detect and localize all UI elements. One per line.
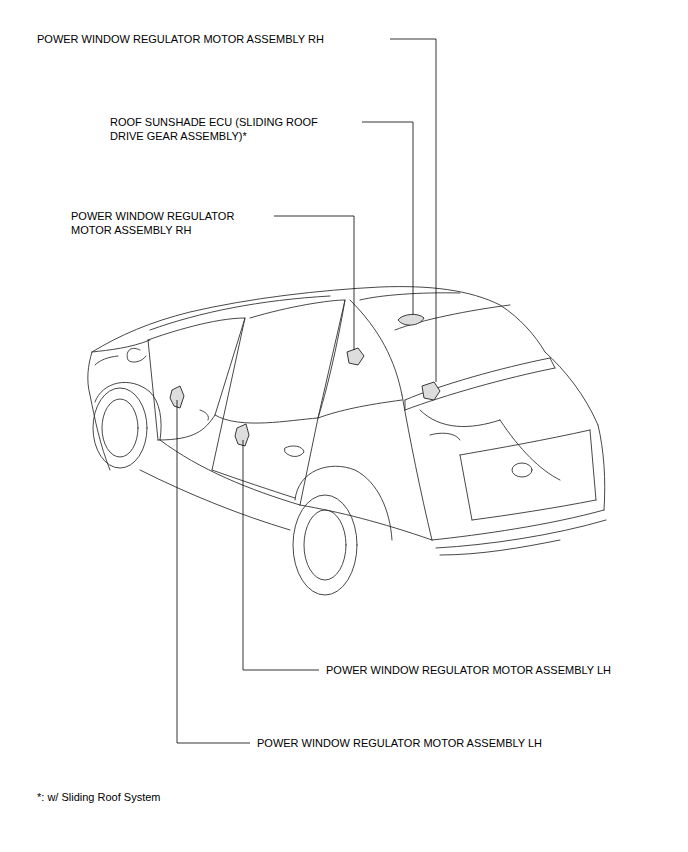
- sunshade-ecu: [398, 314, 424, 325]
- window-motor: [347, 348, 364, 365]
- leader-line: [362, 122, 413, 314]
- part-label: POWER WINDOW REGULATOR MOTOR ASSEMBLY LH: [257, 736, 542, 750]
- part-label: POWER WINDOW REGULATOR MOTOR ASSEMBLY RH: [37, 32, 324, 46]
- car-body: [88, 287, 606, 595]
- leader-line: [243, 440, 319, 670]
- window-motor: [422, 382, 440, 400]
- footnote: *: w/ Sliding Roof System: [37, 790, 161, 804]
- window-motor: [235, 424, 249, 446]
- part-label: POWER WINDOW REGULATOR MOTOR ASSEMBLY RH: [71, 209, 267, 237]
- motor-parts: [170, 314, 440, 446]
- leader-lines: [177, 39, 436, 743]
- part-label: ROOF SUNSHADE ECU (SLIDING ROOF DRIVE GE…: [110, 115, 352, 143]
- leader-line: [177, 400, 250, 743]
- part-label: POWER WINDOW REGULATOR MOTOR ASSEMBLY LH: [326, 663, 611, 677]
- leader-line: [274, 216, 354, 350]
